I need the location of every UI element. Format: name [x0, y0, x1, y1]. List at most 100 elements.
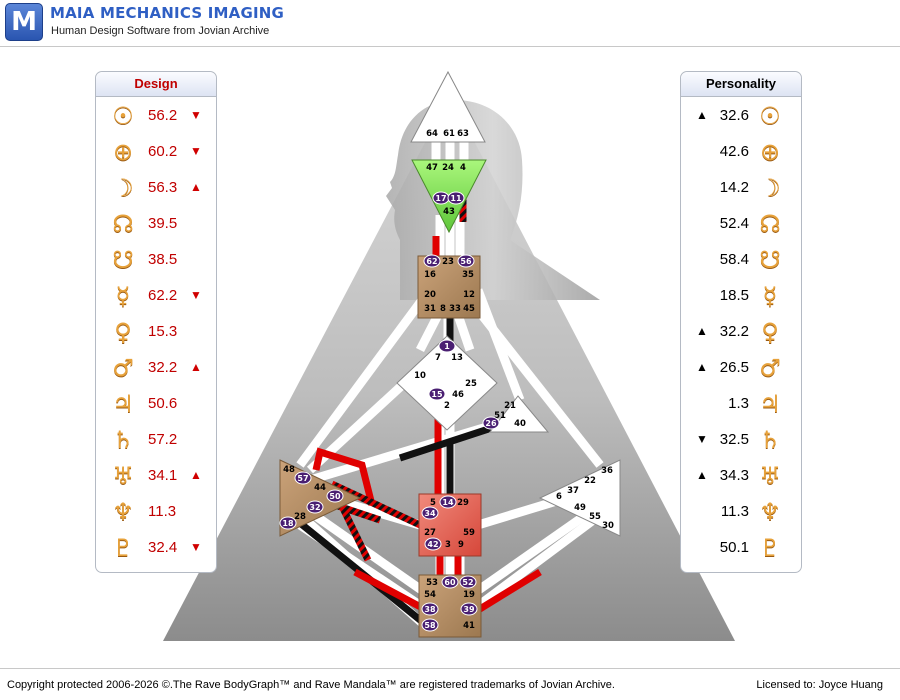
sun-icon: ☉: [759, 102, 781, 130]
gate-47[interactable]: 47: [426, 163, 438, 173]
gate-61[interactable]: 61: [443, 129, 455, 139]
gate-49[interactable]: 49: [574, 503, 586, 513]
gate-21[interactable]: 21: [504, 401, 516, 411]
gate-badge: [482, 416, 500, 430]
gate-badge: [279, 516, 297, 530]
gate-41[interactable]: 41: [463, 621, 475, 631]
gate-60[interactable]: 60: [444, 578, 456, 587]
gate-3[interactable]: 3: [445, 540, 451, 550]
personality-value: 50.1: [719, 539, 749, 556]
gate-31[interactable]: 31: [424, 304, 436, 314]
gate-25[interactable]: 25: [465, 379, 477, 389]
gate-43[interactable]: 43: [443, 207, 455, 217]
gate-46[interactable]: 46: [452, 390, 464, 400]
gate-40[interactable]: 40: [514, 419, 526, 429]
gate-badge: [421, 602, 439, 616]
gate-32[interactable]: 32: [309, 503, 320, 512]
north-node-icon: ☊: [112, 210, 134, 238]
gate-23[interactable]: 23: [442, 257, 454, 267]
gate-6[interactable]: 6: [556, 492, 562, 502]
arrow-up-icon: ▲: [696, 468, 708, 482]
design-value: 60.2: [148, 143, 178, 160]
gate-11[interactable]: 11: [450, 194, 462, 203]
gate-56[interactable]: 56: [460, 257, 472, 266]
gate-5[interactable]: 5: [430, 498, 436, 508]
gate-62[interactable]: 62: [426, 257, 437, 266]
gate-28[interactable]: 28: [294, 512, 306, 522]
gate-1[interactable]: 1: [444, 342, 450, 351]
gate-9[interactable]: 9: [458, 540, 464, 550]
gate-39[interactable]: 39: [463, 605, 475, 614]
gate-17[interactable]: 17: [435, 194, 446, 203]
gate-33[interactable]: 33: [449, 304, 461, 314]
gate-2[interactable]: 2: [444, 401, 450, 411]
gate-13[interactable]: 13: [451, 353, 463, 363]
gate-53[interactable]: 53: [426, 578, 438, 588]
personality-row-moon: ☽14.2: [681, 171, 801, 207]
gate-57[interactable]: 57: [297, 474, 308, 483]
personality-row-mercury: ☿18.5: [681, 279, 801, 315]
gate-4[interactable]: 4: [460, 163, 466, 173]
gate-45[interactable]: 45: [463, 304, 475, 314]
design-value: 32.4: [148, 539, 178, 556]
g-center[interactable]: [396, 335, 498, 431]
gate-18[interactable]: 18: [282, 519, 294, 528]
gate-42[interactable]: 42: [427, 540, 438, 549]
design-value: 62.2: [148, 287, 178, 304]
gate-27[interactable]: 27: [424, 528, 436, 538]
earth-icon: ⊕: [112, 138, 134, 166]
gate-55[interactable]: 55: [589, 512, 601, 522]
gate-12[interactable]: 12: [463, 290, 475, 300]
design-row-uranus: ♅34.1▲: [96, 459, 216, 495]
design-value: 11.3: [148, 503, 177, 520]
gate-44[interactable]: 44: [314, 483, 326, 493]
gate-20[interactable]: 20: [424, 290, 436, 300]
south-node-icon: ☋: [759, 246, 781, 274]
gate-35[interactable]: 35: [462, 270, 474, 280]
gate-badge: [423, 254, 441, 268]
gate-16[interactable]: 16: [424, 270, 436, 280]
gate-59[interactable]: 59: [463, 528, 475, 538]
arrow-up-icon: ▲: [190, 360, 202, 374]
gate-37[interactable]: 37: [567, 486, 579, 496]
gate-29[interactable]: 29: [457, 498, 469, 508]
design-panel: Design ☉56.2▼⊕60.2▼☽56.3▲☊39.5☋38.5☿62.2…: [95, 71, 217, 573]
personality-value: 52.4: [719, 215, 749, 232]
gate-24[interactable]: 24: [442, 163, 454, 173]
gate-48[interactable]: 48: [283, 465, 295, 475]
gate-badge: [441, 575, 459, 589]
solar-plexus-center[interactable]: [538, 459, 621, 537]
gate-52[interactable]: 52: [462, 578, 473, 587]
north-node-icon: ☊: [759, 210, 781, 238]
gate-34[interactable]: 34: [424, 509, 436, 518]
gate-64[interactable]: 64: [426, 129, 438, 139]
heart-center[interactable]: [488, 395, 550, 433]
personality-value: 1.3: [728, 395, 749, 412]
venus-icon: ♀: [114, 318, 132, 346]
personality-row-pluto: ♇50.1: [681, 531, 801, 567]
gate-15[interactable]: 15: [431, 390, 443, 399]
head-center[interactable]: [410, 70, 486, 143]
design-row-mars: ♂32.2▲: [96, 351, 216, 387]
gate-26[interactable]: 26: [485, 419, 497, 428]
gate-7[interactable]: 7: [435, 353, 441, 363]
gate-58[interactable]: 58: [424, 621, 436, 630]
personality-row-venus: ♀32.2▲: [681, 315, 801, 351]
gate-8[interactable]: 8: [440, 304, 446, 314]
uranus-icon: ♅: [112, 462, 134, 490]
gate-30[interactable]: 30: [602, 521, 614, 531]
gate-54[interactable]: 54: [424, 590, 436, 600]
gate-51[interactable]: 51: [494, 411, 506, 421]
gate-36[interactable]: 36: [601, 466, 613, 476]
gate-50[interactable]: 50: [329, 492, 341, 501]
gate-14[interactable]: 14: [442, 498, 454, 507]
gate-63[interactable]: 63: [457, 129, 469, 139]
saturn-icon: ♄: [112, 426, 134, 454]
gate-38[interactable]: 38: [424, 605, 436, 614]
design-row-south-node: ☋38.5: [96, 243, 216, 279]
personality-row-south-node: ☋58.4: [681, 243, 801, 279]
gate-10[interactable]: 10: [414, 371, 426, 381]
gate-19[interactable]: 19: [463, 590, 475, 600]
gate-22[interactable]: 22: [584, 476, 596, 486]
